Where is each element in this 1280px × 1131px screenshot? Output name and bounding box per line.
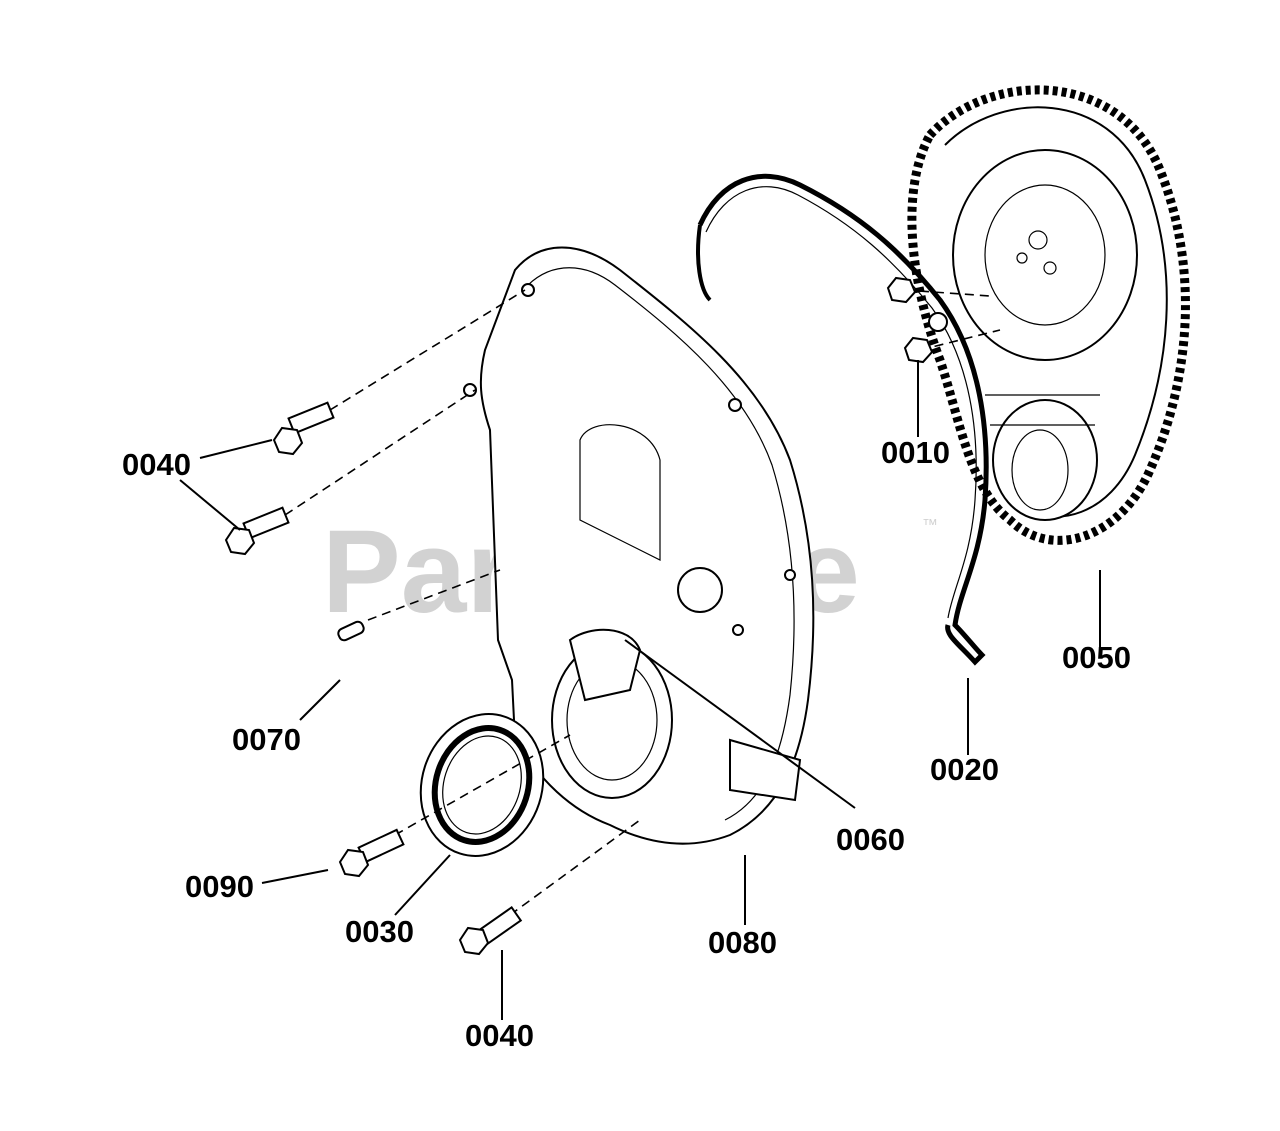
bolt-0040-lower bbox=[458, 819, 641, 956]
callout-0080: 0080 bbox=[708, 925, 777, 960]
callout-0090: 0090 bbox=[185, 869, 254, 904]
front-seal bbox=[419, 713, 545, 857]
sprocket-bolts bbox=[886, 276, 1001, 364]
callout-0040-upper: 0040 bbox=[122, 447, 191, 482]
callout-0010: 0010 bbox=[881, 435, 950, 470]
leader-0060 bbox=[624, 639, 856, 809]
callout-0050: 0050 bbox=[1062, 640, 1131, 675]
callout-0040-lower: 0040 bbox=[465, 1018, 534, 1053]
callout-0030: 0030 bbox=[345, 914, 414, 949]
timing-chain-and-sprockets bbox=[907, 85, 1190, 545]
cover-gasket bbox=[697, 173, 989, 666]
dowel-pin bbox=[337, 569, 501, 642]
callout-0020: 0020 bbox=[930, 752, 999, 787]
callout-0070: 0070 bbox=[232, 722, 301, 757]
callout-0060: 0060 bbox=[836, 822, 905, 857]
bolt-0090 bbox=[338, 734, 571, 878]
leader-lines bbox=[179, 360, 1101, 1020]
cover-bolts-upper bbox=[224, 289, 526, 556]
watermark-trademark: ™ bbox=[922, 517, 938, 534]
